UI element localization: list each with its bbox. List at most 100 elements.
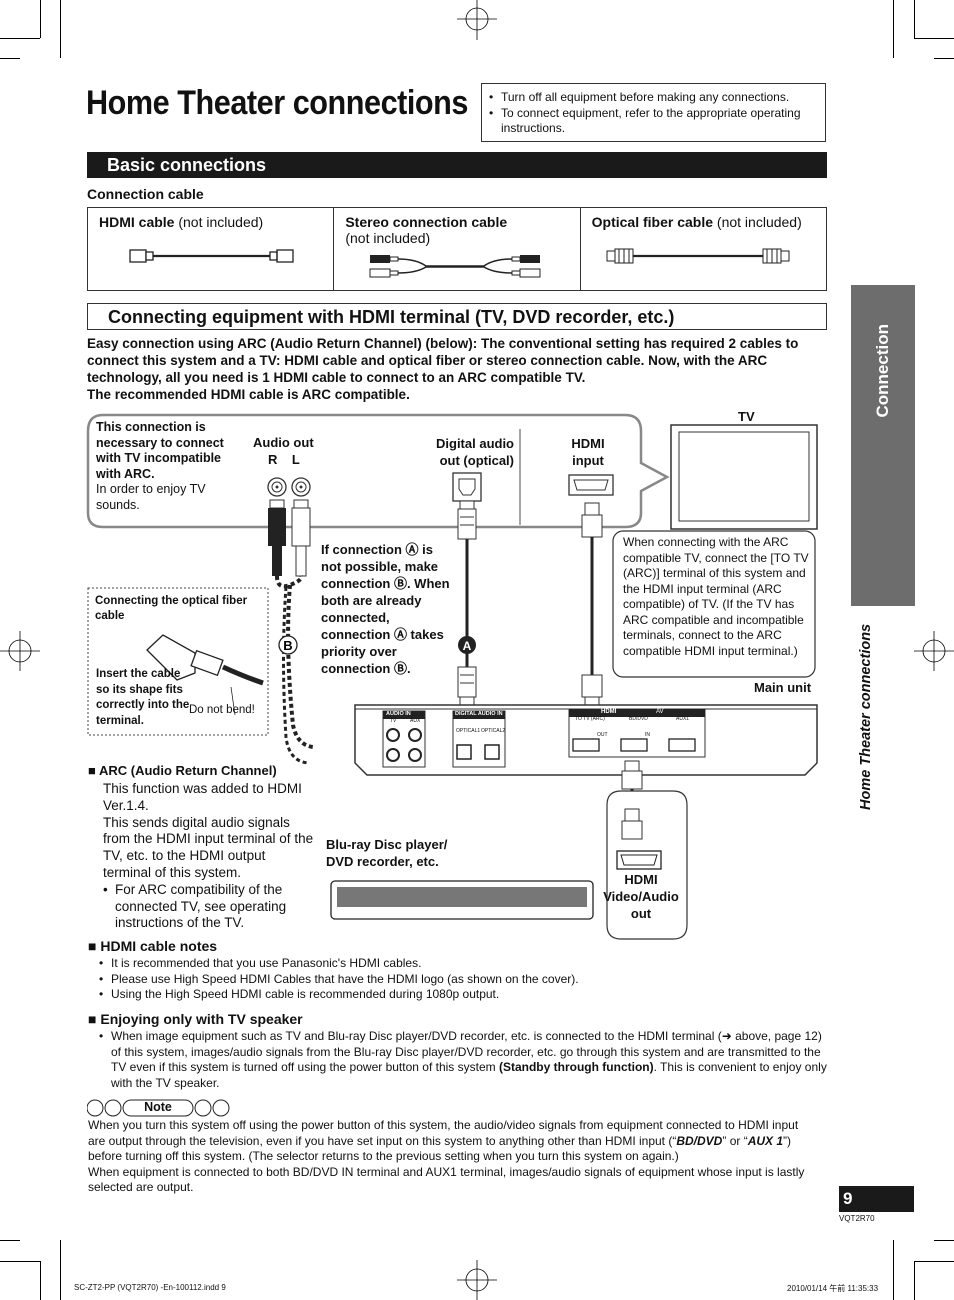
square-bullet-icon: ■ [88, 1011, 97, 1027]
square-bullet-icon: ■ [88, 763, 96, 778]
precaution-item: To connect equipment, refer to the appro… [489, 106, 819, 137]
digital-audio-label: Digital audio out (optical) [436, 436, 514, 468]
marker-a: A [463, 639, 472, 653]
footer-file: SC-ZT2-PP (VQT2R70) -En-100112.indd 9 [74, 1283, 226, 1292]
note-label: Note [144, 1100, 172, 1114]
hdmi-intro-text: Easy connection using ARC (Audio Return … [87, 336, 799, 385]
doc-code: VQT2R70 [839, 1214, 875, 1223]
hdmi-av-out-label: HDMI Video/Audio out [603, 872, 679, 921]
audio-rl-label: R L [268, 452, 300, 467]
list-item: Please use High Speed HDMI Cables that h… [99, 972, 831, 988]
cable-cell-hdmi: HDMI cable (not included) [88, 208, 335, 290]
note-p1-aux: AUX 1 [747, 1133, 784, 1148]
note-body: When you turn this system off using the … [88, 1118, 815, 1196]
side-section-label: Home Theater connections [858, 623, 874, 810]
note-p1-e: ”) before turning off this system. (The … [88, 1133, 792, 1164]
note-p1-a: When you turn this system off using the … [88, 1118, 799, 1148]
hdmi-cable-icon [129, 249, 294, 263]
arc-heading-text: ARC (Audio Return Channel) [99, 763, 277, 778]
registration-mark-left [0, 631, 40, 671]
footer-date: 2010/01/14 午前 11:35:33 [787, 1284, 879, 1293]
list-item: Using the High Speed HDMI cable is recom… [99, 987, 831, 1003]
panel-aux1: AUX1 [676, 716, 690, 722]
hdmi-input-label: HDMI input [571, 436, 605, 468]
list-item: It is recommended that you use Panasonic… [99, 956, 831, 972]
panel-optical2: OPTICAL2 [481, 728, 506, 734]
hdmi-intro: Easy connection using ARC (Audio Return … [87, 335, 817, 403]
panel-hdmi: HDMI [601, 709, 617, 715]
registration-mark-bottom [457, 1260, 497, 1300]
panel-av: AV [656, 709, 664, 715]
panel-audio-in: AUDIO IN [386, 711, 411, 717]
tv-speaker-text-a: When image equipment such as TV and Blu-… [111, 1029, 822, 1074]
stereo-cable-icon [369, 255, 541, 278]
note-p1-c: ” or “ [722, 1133, 748, 1148]
panel-in: IN [645, 732, 650, 738]
registration-mark-top [457, 0, 497, 40]
side-tab-label: Connection [873, 324, 892, 418]
tv-speaker-list: When image equipment such as TV and Blu-… [99, 1029, 831, 1091]
panel-optical1: OPTICAL1 [456, 728, 481, 734]
panel-bddvd: BD/DVD [629, 716, 648, 722]
hdmi-recommended: The recommended HDMI cable is ARC compat… [87, 387, 410, 402]
cable-name: Stereo connection cable [345, 214, 508, 230]
note-p1: When you turn this system off using the … [88, 1118, 815, 1165]
hdmi-section-heading: Connecting equipment with HDMI terminal … [87, 303, 827, 330]
arc-p1: This function was added to HDMI Ver.1.4. [103, 781, 302, 813]
registration-mark-right [914, 631, 954, 671]
tv-terminal-callout [86, 413, 670, 529]
page-title: Home Theater connections [86, 84, 468, 122]
cable-cell-stereo: Stereo connection cable (not included) [334, 208, 581, 290]
page-number: 9 [839, 1186, 914, 1212]
hdmi-notes-heading: ■ HDMI cable notes [88, 938, 217, 954]
precautions-box: Turn off all equipment before making any… [481, 83, 826, 142]
side-tab-label-wrap: Connection [851, 285, 915, 605]
tv-speaker-heading-text: Enjoying only with TV speaker [100, 1011, 303, 1027]
arc-body: This function was added to HDMI Ver.1.4.… [103, 781, 315, 932]
marker-b: B [283, 638, 292, 653]
audio-out-label: Audio out [253, 435, 314, 450]
cable-cell-optical: Optical fiber cable (not included) [581, 208, 826, 290]
panel-totv: TO TV (ARC) [575, 716, 605, 722]
cable-note: (not included) [345, 230, 431, 246]
main-unit-label: Main unit [754, 680, 812, 695]
note-p2: When equipment is connected to both BD/D… [88, 1164, 805, 1195]
arc-callout-text: When connecting with the ARC compatible … [623, 535, 809, 658]
tv-label: TV [738, 409, 755, 424]
arc-p2: This sends digital audio signals from th… [103, 814, 314, 880]
tv-speaker-text-bold: (Standby through function) [498, 1060, 654, 1074]
arc-bullet: •For ARC compatibility of the connected … [103, 881, 287, 931]
bluray-label: Blu-ray Disc player/ DVD recorder, etc. [326, 837, 448, 869]
do-not-bend-label: Do not bend! [189, 704, 255, 716]
connection-cable-label: Connection cable [87, 186, 204, 202]
arc-heading: ■ ARC (Audio Return Channel) [88, 763, 277, 778]
side-tab [851, 285, 915, 606]
hdmi-notes-heading-text: HDMI cable notes [100, 938, 218, 954]
note-badge [87, 1099, 230, 1117]
cable-note: (not included) [716, 214, 802, 230]
note-p1-bd: BD/DVD [676, 1133, 723, 1148]
arc-incompatible-note: This connection is necessary to connect … [96, 420, 246, 513]
basic-connections-heading: Basic connections [87, 152, 827, 178]
arc-note-bold: This connection is necessary to connect … [96, 420, 224, 481]
cable-name: HDMI cable [99, 214, 175, 230]
optical-detail-insert: Insert the cable so its shape fits corre… [96, 668, 190, 727]
arc-note-normal: In order to enjoy TV sounds. [96, 482, 206, 512]
square-bullet-icon: ■ [88, 938, 97, 954]
cable-table: HDMI cable (not included) Stereo connect… [87, 207, 827, 291]
arc-bullet-text: For ARC compatibility of the connected T… [115, 881, 287, 931]
cable-note: (not included) [178, 214, 264, 230]
hdmi-notes-list: It is recommended that you use Panasonic… [99, 956, 831, 1003]
panel-tv: TV [390, 718, 397, 724]
precaution-item: Turn off all equipment before making any… [489, 90, 819, 106]
optical-cable-icon [606, 248, 790, 264]
optical-detail-title: Connecting the optical fiber cable [95, 595, 248, 622]
connection-diagram: B A [86, 413, 818, 940]
cable-name: Optical fiber cable [591, 214, 714, 230]
panel-aux: AUX [410, 718, 421, 724]
list-item: When image equipment such as TV and Blu-… [99, 1029, 831, 1091]
if-connection-note: If connection Ⓐ is not possible, make co… [321, 542, 450, 676]
panel-digital: DIGITAL AUDIO IN [455, 711, 503, 717]
panel-out: OUT [597, 732, 608, 738]
tv-speaker-heading: ■ Enjoying only with TV speaker [88, 1011, 303, 1027]
